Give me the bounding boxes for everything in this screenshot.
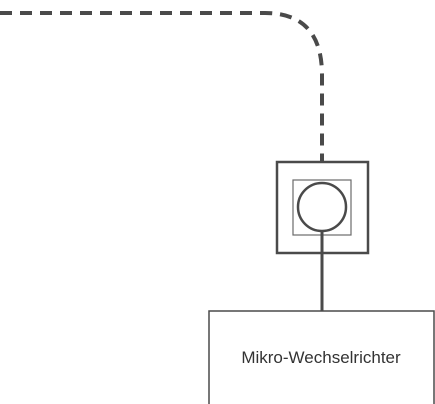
power-outlet-icon xyxy=(275,160,370,255)
socket-circle xyxy=(296,181,348,233)
dashed-cable xyxy=(0,11,324,162)
inverter-box-frame xyxy=(208,310,435,404)
micro-inverter-box: Mikro-Wechselrichter xyxy=(208,310,435,404)
inverter-label: Mikro-Wechselrichter xyxy=(241,348,401,367)
